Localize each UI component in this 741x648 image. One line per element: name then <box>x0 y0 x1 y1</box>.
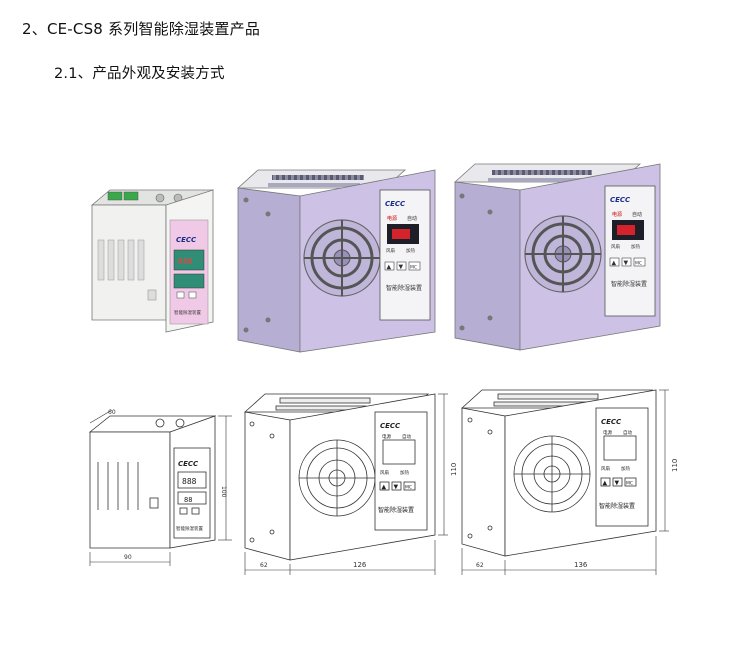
large-control-panel <box>604 185 656 317</box>
small-lcd-top: 888 <box>178 257 193 266</box>
large-up-button: ▲ <box>612 260 617 267</box>
large-unit-drawing <box>460 389 657 557</box>
mid-brand-logo: CECC <box>385 200 406 208</box>
large-height-dim: 110 <box>671 459 679 472</box>
mid-drawing-mc: MC <box>405 485 412 491</box>
subsection-heading: 2.1、产品外观及安装方式 <box>54 66 225 82</box>
small-drawing-brand: CECC <box>178 460 199 468</box>
mid-unit-drawing <box>243 393 436 561</box>
mid-drawing-brand: CECC <box>380 422 401 430</box>
small-unit-name: 智能除湿装置 <box>174 309 201 316</box>
mid-fan-label: 风扇 <box>386 247 395 254</box>
mid-width-dim: 126 <box>353 561 367 569</box>
large-power-label: 电源 <box>612 211 622 218</box>
mid-control-panel <box>379 189 431 321</box>
mid-unit-color: CECC 电源 自动 风扇 加热 ▲ ▼ MC 智能除湿装置 <box>236 169 436 353</box>
mid-drawing-power-label: 电源 <box>382 433 391 440</box>
mid-heat-label: 加热 <box>406 247 415 254</box>
large-depth-dim: 62 <box>476 562 484 569</box>
mid-up-button: ▲ <box>387 264 392 271</box>
mid-drawing-unit-name: 智能除湿装置 <box>378 506 414 514</box>
large-unit-color: CECC 电源 自动 风扇 加热 ▲ ▼ MC 智能除湿装置 <box>453 163 661 351</box>
large-mc-button: MC <box>635 261 642 267</box>
section-heading: 2、CE-CS8 系列智能除湿装置产品 <box>22 20 261 38</box>
large-auto-label: 自动 <box>632 211 642 218</box>
mid-drawing-down: ▼ <box>394 484 399 491</box>
large-unit-name: 智能除湿装置 <box>611 280 647 288</box>
mid-height-dim: 110 <box>450 463 458 476</box>
large-dimension-lines <box>461 389 669 575</box>
large-down-button: ▼ <box>624 260 629 267</box>
mid-drawing-up: ▲ <box>382 484 387 491</box>
mid-drawing-auto-label: 自动 <box>402 433 411 440</box>
large-drawing-heat-label: 加热 <box>621 465 630 472</box>
mid-power-label: 电源 <box>387 215 397 222</box>
large-drawing-auto-label: 自动 <box>623 429 632 436</box>
mid-depth-dim: 62 <box>260 562 268 569</box>
mid-mc-button: MC <box>410 265 417 271</box>
small-brand-logo: CECC <box>176 236 197 244</box>
large-brand-logo: CECC <box>610 196 631 204</box>
large-heat-label: 加热 <box>631 243 640 250</box>
small-drawing-lcd-top: 888 <box>182 477 197 486</box>
large-fan-label: 风扇 <box>611 243 620 250</box>
mid-drawing-fan-label: 风扇 <box>380 469 389 476</box>
small-height-dim: 100 <box>220 486 227 498</box>
large-drawing-up: ▲ <box>603 480 608 487</box>
small-depth-dim: 60 <box>108 409 116 416</box>
small-unit-drawing <box>88 415 217 549</box>
small-width-dim: 90 <box>124 554 132 561</box>
mid-unit-name: 智能除湿装置 <box>386 284 422 292</box>
mid-drawing-heat-label: 加热 <box>400 469 409 476</box>
small-drawing-unit-name: 智能除湿装置 <box>176 525 203 532</box>
large-width-dim: 136 <box>574 561 588 569</box>
large-drawing-fan-label: 风扇 <box>601 465 610 472</box>
large-drawing-power-label: 电源 <box>603 429 612 436</box>
mid-auto-label: 自动 <box>407 215 417 222</box>
mid-down-button: ▼ <box>399 264 404 271</box>
small-lcd-screen <box>173 249 205 271</box>
small-unit-color: CECC 888 智能除湿装置 <box>90 189 215 333</box>
large-drawing-mc: MC <box>626 481 633 487</box>
large-drawing-unit-name: 智能除湿装置 <box>599 502 635 510</box>
small-drawing-lcd-bottom: 88 <box>184 496 192 504</box>
large-drawing-brand: CECC <box>601 418 622 426</box>
small-dimension-lines <box>89 409 232 566</box>
mid-dimension-lines <box>244 393 448 575</box>
large-drawing-down: ▼ <box>615 480 620 487</box>
